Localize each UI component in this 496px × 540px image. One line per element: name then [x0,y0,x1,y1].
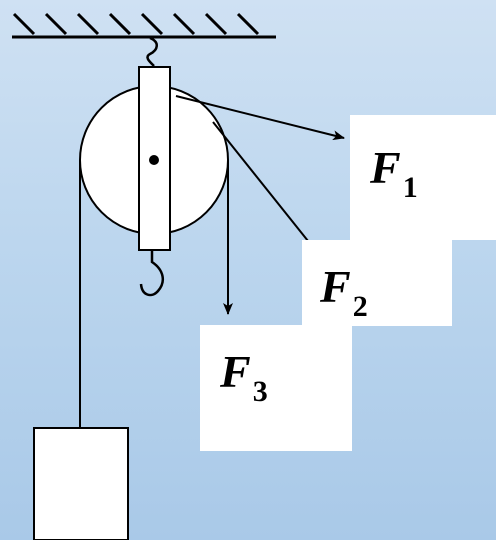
top-hook [146,36,158,67]
force-subscript: 1 [402,171,418,204]
ceiling-support [12,12,276,39]
force-arrow-f1 [175,95,345,141]
force-symbol: F [220,346,251,397]
force-subscript: 3 [252,375,268,408]
force-label-f3: F3 [200,325,352,451]
force-label-f2: F2 [302,240,452,326]
pulley-axle [149,155,159,165]
force-symbol: F [370,142,401,193]
force-label-f1: F1 [350,115,496,240]
force-subscript: 2 [352,290,368,323]
hanging-block [33,427,129,540]
bottom-hook [139,250,165,297]
force-symbol: F [320,261,351,312]
